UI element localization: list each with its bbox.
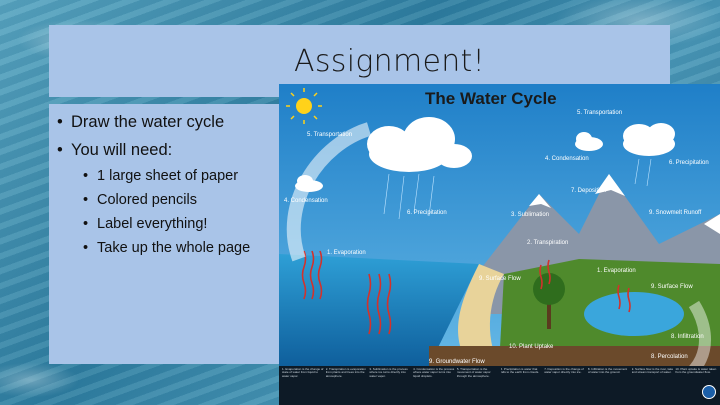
- sub-bullet-item: 1 large sheet of paper: [83, 164, 279, 188]
- beach: [458, 264, 504, 366]
- label-precipitation: 6. Precipitation: [407, 210, 447, 216]
- snow-cap: [595, 174, 625, 196]
- cloud-large: [367, 117, 472, 172]
- label-plant-uptake: 10. Plant Uptake: [509, 344, 554, 350]
- footer-note: 7. Deposition is the change of water vap…: [544, 368, 584, 375]
- label-evaporation: 1. Evaporation: [327, 250, 366, 256]
- sub-bullet-list: 1 large sheet of paper Colored pencils L…: [71, 164, 279, 260]
- snow-cap: [704, 214, 720, 234]
- soil-layer: [429, 346, 720, 366]
- sun-rays-icon: [286, 88, 322, 124]
- slide-title: Assignment!: [294, 43, 485, 79]
- bullet-text: You will need:: [71, 141, 173, 159]
- label-evaporation: 1. Evaporation: [597, 268, 636, 274]
- footer-note: 10. Plant uptake is water taken from the…: [675, 368, 717, 375]
- label-condensation: 4. Condensation: [545, 156, 589, 162]
- tree-trunk: [547, 289, 551, 329]
- evaporation-arrows: [301, 250, 631, 335]
- bullet-text: Draw the water cycle: [71, 113, 225, 131]
- cycle-arrow-left: [286, 122, 372, 262]
- label-groundwater: 9. Groundwater Flow: [429, 359, 485, 365]
- footer-note: 1. Evaporation is the change of state of…: [282, 368, 324, 378]
- bullet-list: Draw the water cycle You will need: 1 la…: [49, 104, 279, 260]
- label-precipitation: 6. Precipitation: [669, 160, 709, 166]
- diagram-title: The Water Cycle: [425, 89, 557, 108]
- label-transpiration: 2. Transpiration: [527, 240, 568, 246]
- sun-icon: [296, 98, 312, 114]
- content-placeholder: Draw the water cycle You will need: 1 la…: [49, 104, 279, 364]
- rain-streaks: [383, 158, 652, 220]
- label-condensation: 4. Condensation: [284, 198, 328, 204]
- sub-bullet-item: Take up the whole page: [83, 236, 279, 260]
- label-percolation: 8. Percolation: [651, 354, 688, 360]
- ocean: [279, 254, 479, 366]
- diagram-footer: 1. Evaporation is the change of state of…: [279, 366, 720, 405]
- label-surface-flow: 9. Surface Flow: [651, 284, 693, 290]
- bullet-item: Draw the water cycle: [57, 110, 279, 134]
- label-snowmelt: 9. Snowmelt Runoff: [649, 210, 702, 216]
- footer-note: 6. Precipitation is water that falls to …: [500, 368, 540, 375]
- bullet-item: You will need: 1 large sheet of paper Co…: [57, 138, 279, 260]
- sub-bullet-item: Label everything!: [83, 212, 279, 236]
- cloud-right: [623, 123, 675, 156]
- diagram-illustration: The Water Cycle 5. Transportation 5. Tra…: [279, 84, 720, 405]
- label-infiltration: 8. Infiltration: [671, 334, 704, 340]
- snow-cap: [529, 194, 551, 208]
- footer-note: 2. Transpiration is evaporation from pla…: [325, 368, 366, 378]
- label-transportation: 5. Transportation: [307, 132, 352, 138]
- label-deposition: 7. Deposition: [571, 188, 606, 194]
- label-transportation: 5. Transportation: [577, 110, 622, 116]
- footer-note: 5. Transportation is the movement of wat…: [456, 368, 491, 378]
- water-cycle-diagram: The Water Cycle 5. Transportation 5. Tra…: [279, 84, 720, 405]
- tree-canopy: [533, 273, 565, 305]
- footer-note: 9. Surface flow is the river, lake and s…: [631, 368, 674, 375]
- footer-note: 8. Infiltration is the movement of water…: [587, 368, 628, 375]
- footer-note: 3. Sublimation is the process where ice …: [369, 368, 408, 378]
- label-sublimation: 3. Sublimation: [511, 212, 549, 218]
- noaa-logo-icon: [702, 385, 716, 399]
- lake: [584, 292, 684, 336]
- label-surface-flow: 9. Surface Flow: [479, 276, 521, 282]
- footer-note: 4. Condensation is the process where wat…: [413, 368, 455, 378]
- sub-bullet-item: Colored pencils: [83, 188, 279, 212]
